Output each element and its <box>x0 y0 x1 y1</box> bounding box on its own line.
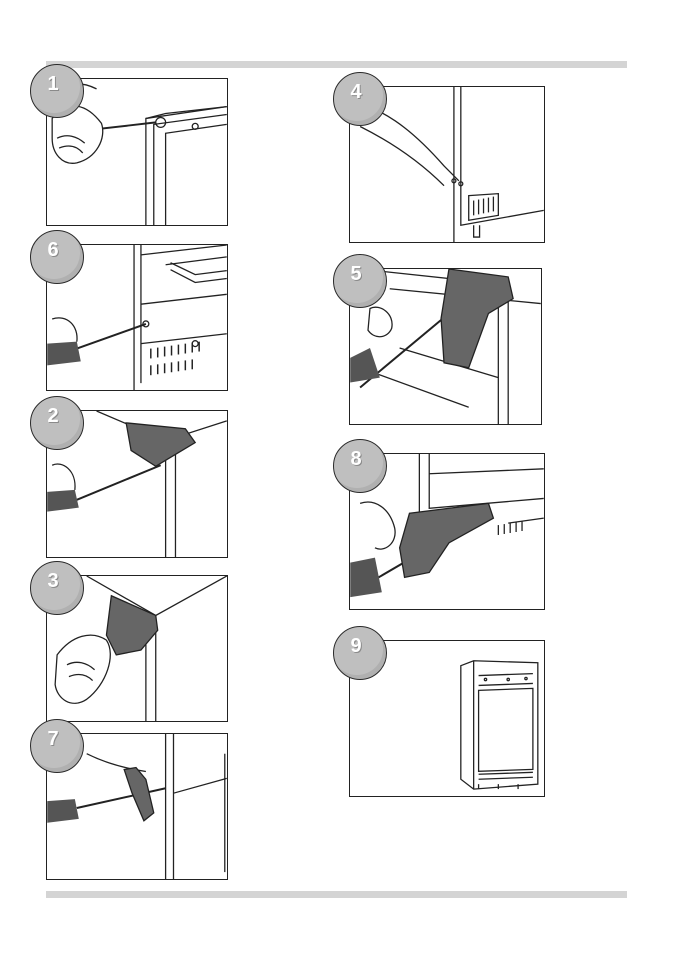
step-number: 6 <box>43 239 63 262</box>
step-badge: 4 <box>333 72 387 126</box>
step-3-panel: 3 <box>46 575 228 722</box>
step-number: 3 <box>43 570 63 593</box>
step-number: 2 <box>43 405 63 428</box>
step-2-panel: 2 <box>46 410 228 558</box>
step-badge: 9 <box>333 626 387 680</box>
step-badge: 1 <box>30 64 84 118</box>
step-number: 1 <box>43 73 63 96</box>
step-4-panel: 4 <box>349 86 545 243</box>
step-badge: 5 <box>333 254 387 308</box>
step-badge: 3 <box>30 561 84 615</box>
step-badge: 7 <box>30 719 84 773</box>
step-8-panel: 8 <box>349 453 545 610</box>
step-number: 9 <box>346 635 366 658</box>
step-6-panel: 6 <box>46 244 228 391</box>
step-number: 4 <box>346 81 366 104</box>
step-badge: 2 <box>30 396 84 450</box>
top-rule <box>46 61 627 68</box>
step-1-panel: 1 <box>46 78 228 226</box>
step-badge: 6 <box>30 230 84 284</box>
step-number: 8 <box>346 448 366 471</box>
step-badge: 8 <box>333 439 387 493</box>
bottom-rule <box>46 891 627 898</box>
step-number: 5 <box>346 263 366 286</box>
step-5-panel: 5 <box>349 268 542 425</box>
step-number: 7 <box>43 728 63 751</box>
step-9-panel: 9 <box>349 640 545 797</box>
step-7-panel: 7 <box>46 733 228 880</box>
